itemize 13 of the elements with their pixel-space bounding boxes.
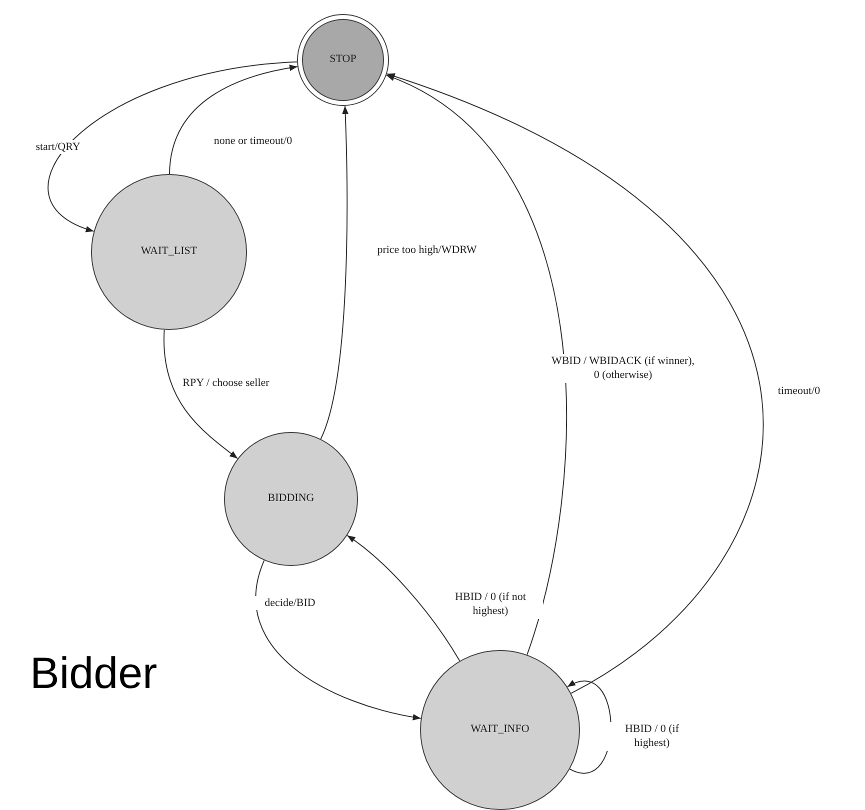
transition-arrow [169, 64, 298, 174]
transition-arrow [48, 61, 298, 232]
state-name: WAIT_INFO [470, 723, 530, 737]
state-name: WAIT_LIST [140, 245, 198, 259]
transition-arrow [386, 73, 762, 694]
state-name: STOP [330, 53, 356, 67]
side-label: Bidder [30, 652, 158, 696]
transition-arrow [255, 560, 422, 720]
transition-arrow [320, 105, 348, 440]
transition-arrow [386, 74, 567, 656]
transition-arrow [164, 329, 238, 460]
transition-arrow [346, 534, 460, 662]
state-name: BIDDING [268, 492, 314, 506]
